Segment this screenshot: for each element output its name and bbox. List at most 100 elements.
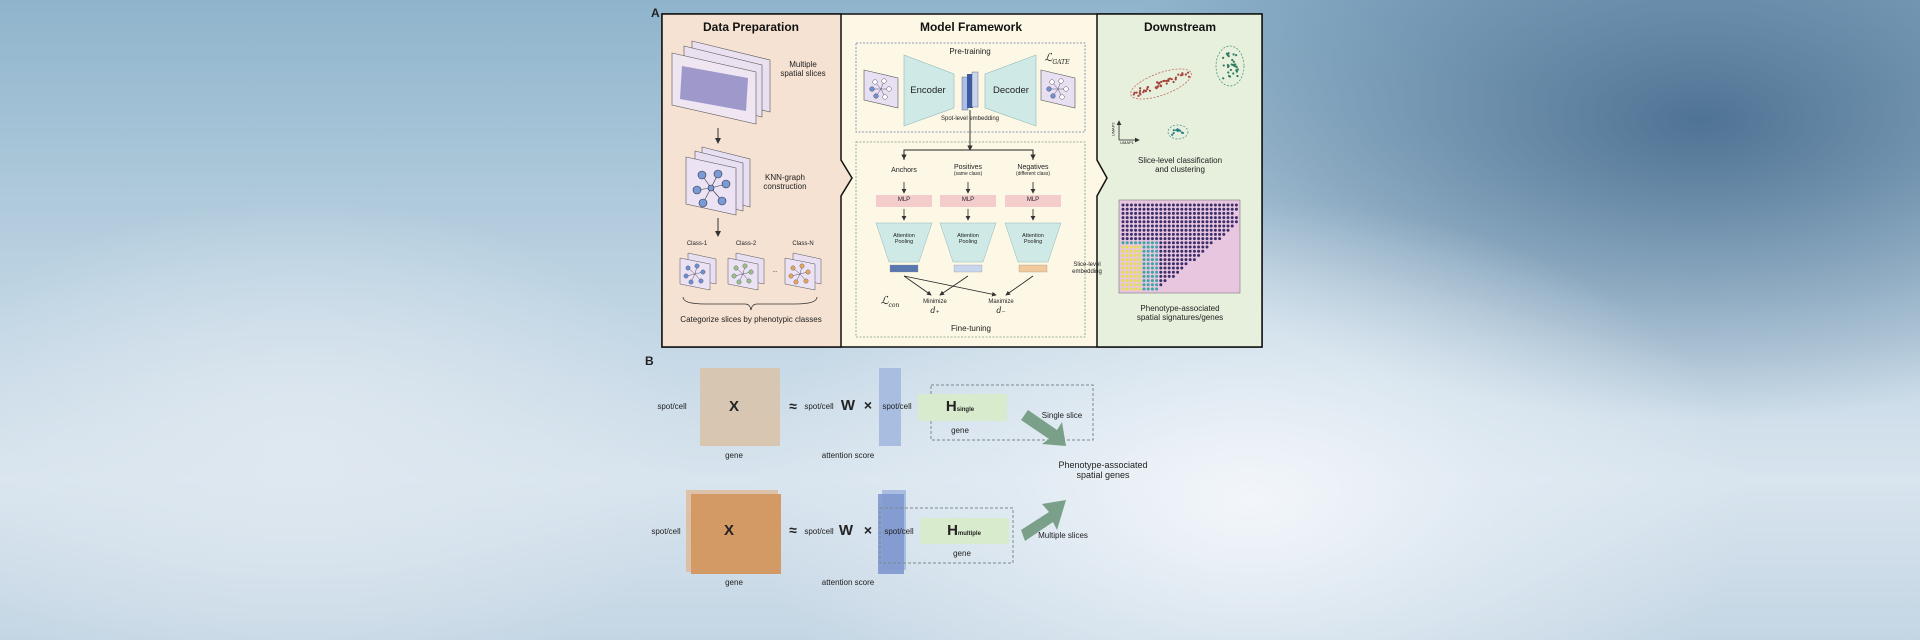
spot xyxy=(1138,279,1142,283)
mlp-box xyxy=(940,195,996,207)
spot xyxy=(1201,228,1205,232)
spot xyxy=(1180,220,1184,224)
spatial-signature-image xyxy=(1118,199,1241,294)
spot xyxy=(1138,237,1142,241)
spot xyxy=(1188,224,1192,228)
spot xyxy=(1167,270,1171,274)
spot xyxy=(1134,228,1138,232)
spot xyxy=(1180,245,1184,249)
spot xyxy=(1180,207,1184,211)
spot xyxy=(1138,241,1142,245)
spot xyxy=(1125,245,1129,249)
pretraining-box xyxy=(855,42,1086,133)
spot xyxy=(1171,266,1175,270)
spot xyxy=(1146,258,1150,262)
spot xyxy=(1188,237,1192,241)
spot xyxy=(1163,203,1167,207)
spot xyxy=(1197,228,1201,232)
cluster-2-point xyxy=(1229,68,1232,72)
cluster-2-point xyxy=(1221,56,1225,59)
spot xyxy=(1138,270,1142,274)
spot xyxy=(1150,258,1154,262)
spot xyxy=(1176,270,1180,274)
attention-pooling-shape xyxy=(1004,222,1062,263)
spot xyxy=(1129,224,1133,228)
spot xyxy=(1184,216,1188,220)
spot xyxy=(1205,224,1209,228)
attention-pooling-shape xyxy=(875,222,933,263)
cluster-2-point xyxy=(1235,66,1238,69)
spot xyxy=(1121,279,1125,283)
class-slice-stack-2 xyxy=(727,252,765,291)
spot xyxy=(1163,207,1167,211)
spot xyxy=(1192,211,1196,215)
spot xyxy=(1138,258,1142,262)
spot xyxy=(1163,266,1167,270)
spatial-slices-stack xyxy=(671,40,771,125)
spot xyxy=(1155,274,1159,278)
spot xyxy=(1171,262,1175,266)
gate-loss: ℒGATE xyxy=(1044,51,1070,67)
cluster-1-point xyxy=(1146,85,1150,89)
spot xyxy=(1159,279,1163,283)
spot xyxy=(1146,287,1150,291)
spot xyxy=(1176,232,1180,236)
spot xyxy=(1125,287,1129,291)
spot xyxy=(1226,228,1230,232)
panel-a-label: A xyxy=(651,6,660,20)
decoder-label: Decoder xyxy=(993,85,1029,96)
spot xyxy=(1222,216,1226,220)
spot xyxy=(1201,249,1205,253)
spot xyxy=(1197,220,1201,224)
multiple-slices-label: Multiple slices xyxy=(1038,531,1088,540)
spot xyxy=(1192,237,1196,241)
spot xyxy=(1125,270,1129,274)
spot xyxy=(1121,245,1125,249)
spot xyxy=(1180,211,1184,215)
branch-positives xyxy=(939,182,997,273)
spot xyxy=(1176,237,1180,241)
spot xyxy=(1150,237,1154,241)
spot xyxy=(1171,224,1175,228)
spot xyxy=(1209,203,1213,207)
spot xyxy=(1159,207,1163,211)
branch-anchors xyxy=(875,182,933,273)
spot xyxy=(1192,207,1196,211)
spot xyxy=(1205,228,1209,232)
spot xyxy=(1205,203,1209,207)
spot xyxy=(1134,270,1138,274)
spot xyxy=(1197,224,1201,228)
model-framework-title: Model Framework xyxy=(919,20,1023,34)
spot xyxy=(1201,224,1205,228)
spot xyxy=(1150,279,1154,283)
spot xyxy=(1213,224,1217,228)
spot xyxy=(1129,249,1133,253)
spot xyxy=(1226,220,1230,224)
spot xyxy=(1129,283,1133,287)
spot xyxy=(1163,270,1167,274)
spot xyxy=(1184,237,1188,241)
spot xyxy=(1201,241,1205,245)
spot xyxy=(1134,283,1138,287)
spot xyxy=(1167,258,1171,262)
class-slices xyxy=(679,252,822,291)
spot xyxy=(1167,232,1171,236)
cluster-3-point xyxy=(1172,131,1175,135)
spot xyxy=(1146,262,1150,266)
cluster-1-point xyxy=(1174,78,1177,81)
spot xyxy=(1188,258,1192,262)
spot xyxy=(1171,232,1175,236)
spot xyxy=(1171,253,1175,257)
spot xyxy=(1176,241,1180,245)
cluster-1-point xyxy=(1148,89,1152,92)
spot xyxy=(1129,203,1133,207)
spot xyxy=(1192,228,1196,232)
spot xyxy=(1146,228,1150,232)
cluster-2-point xyxy=(1232,60,1235,63)
cluster-3-point xyxy=(1171,133,1174,136)
spot xyxy=(1163,237,1167,241)
branch-label: Positives(same class) xyxy=(953,164,983,178)
spot xyxy=(1184,245,1188,249)
spot xyxy=(1142,283,1146,287)
